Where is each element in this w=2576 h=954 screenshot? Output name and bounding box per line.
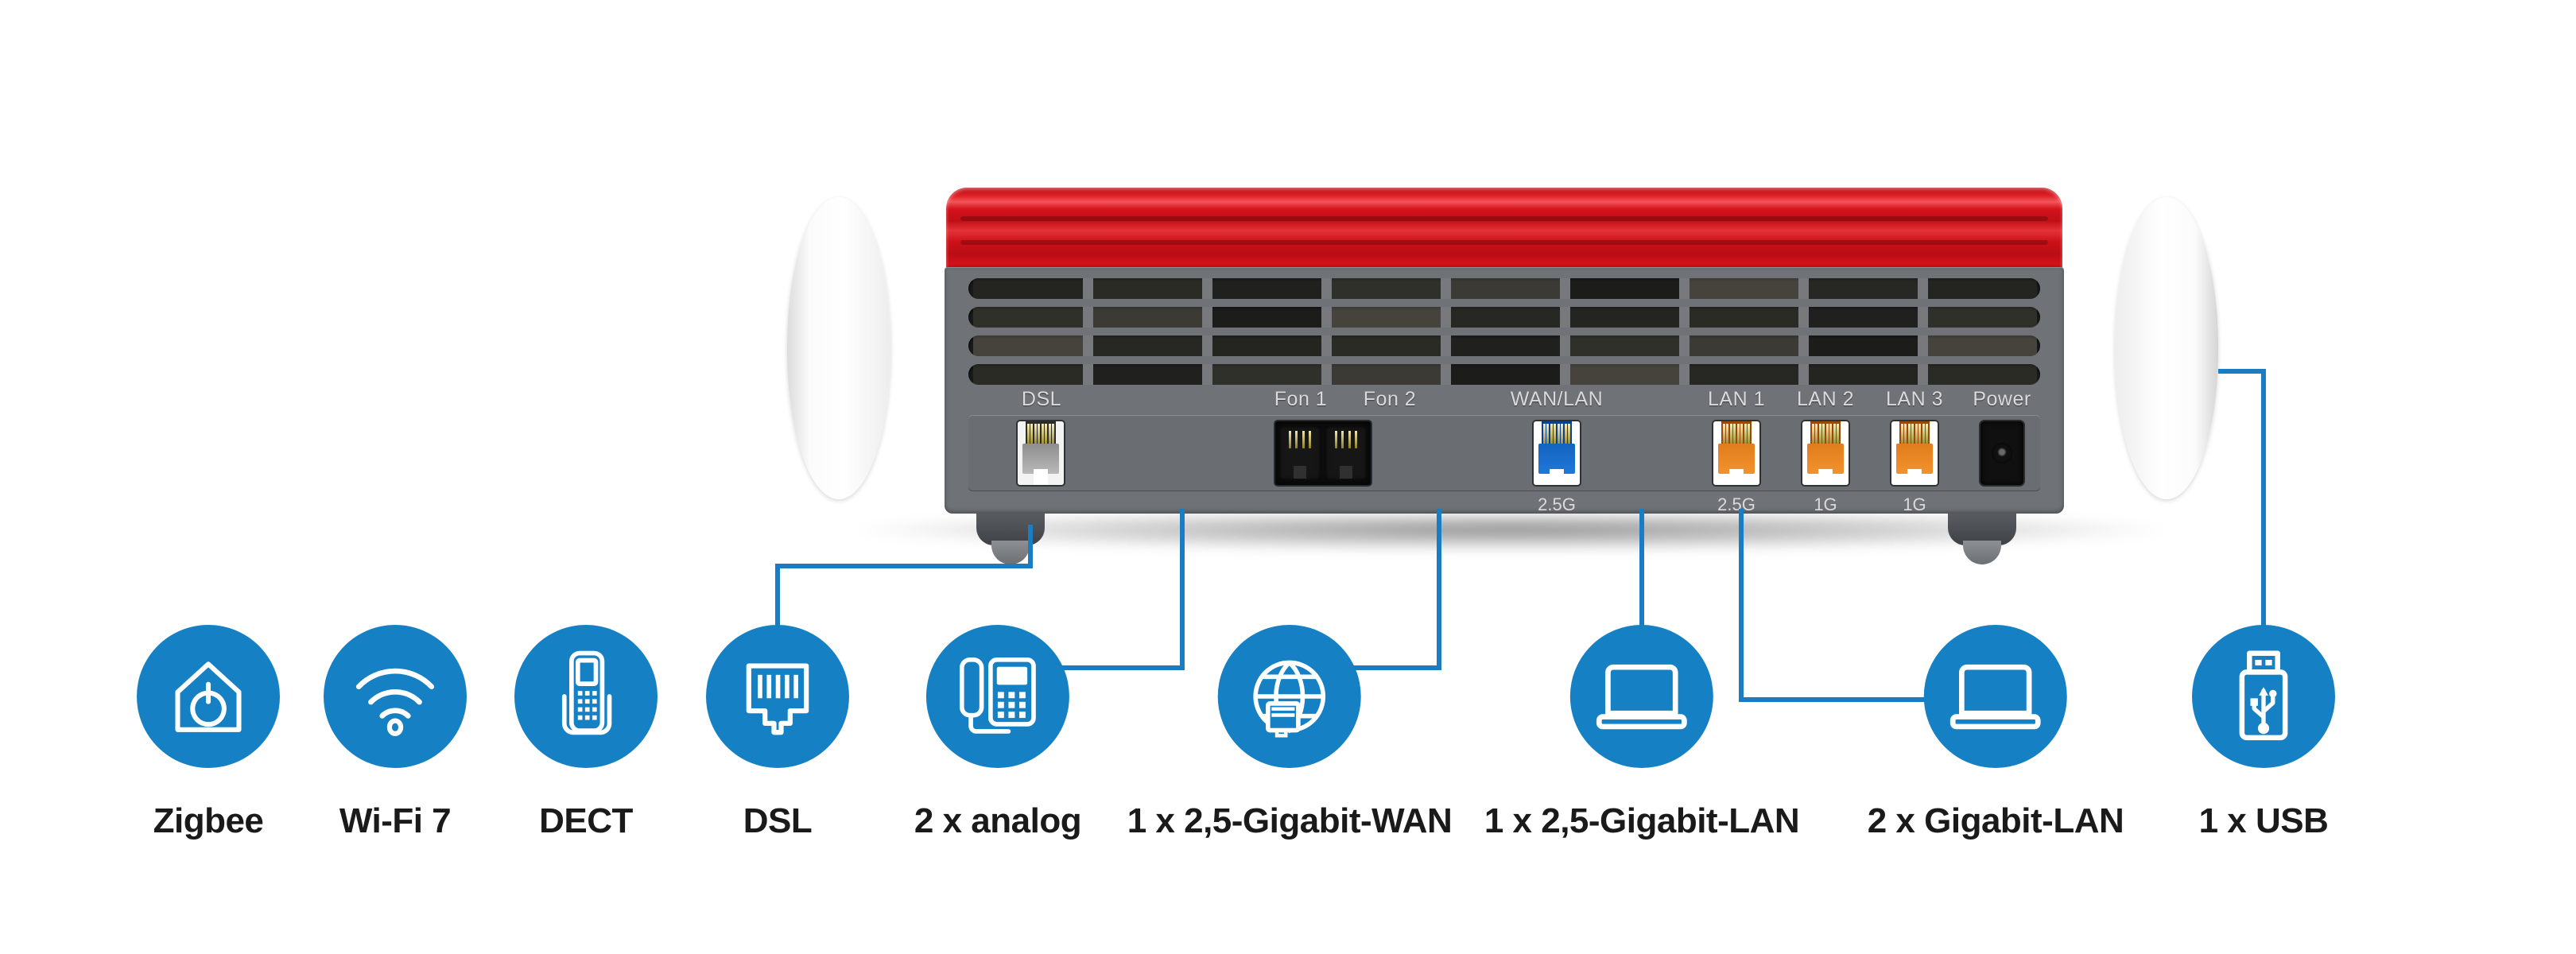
port-speed-label: 2.5G xyxy=(1717,494,1755,514)
port-label: LAN 3 xyxy=(1886,388,1943,410)
feature-item[interactable]: DSL xyxy=(706,625,849,841)
port-label: LAN 1 xyxy=(1708,388,1765,410)
feature-label: 1 x USB xyxy=(2198,801,2329,840)
port-power[interactable] xyxy=(1980,421,2023,485)
port-well xyxy=(968,415,2040,491)
vent-row xyxy=(968,307,2040,328)
port-wan-lan[interactable] xyxy=(1534,421,1580,485)
feature-item[interactable]: 1 x 2,5-Gigabit-LAN xyxy=(1484,625,1800,841)
port-speed-label-row: 2.5G 2.5G 1G 1G xyxy=(968,494,2040,515)
feature-item[interactable]: DECT xyxy=(514,625,658,841)
router-red-top-panel xyxy=(946,188,2062,270)
fritzbox-router-rear: DSL Fon 1 Fon 2 WAN/LAN LAN 1 LAN 2 LAN 3 Power xyxy=(787,188,2218,545)
port-speed-label: 1G xyxy=(1903,494,1926,514)
port-label-row: DSL Fon 1 Fon 2 WAN/LAN LAN 1 LAN 2 LAN 3 Power xyxy=(968,388,2040,412)
feature-item[interactable]: 1 x USB xyxy=(2192,625,2335,841)
feature-icon-badge[interactable] xyxy=(706,625,849,768)
feature-label: 1 x 2,5-Gigabit-LAN xyxy=(1484,801,1800,840)
router-right-cap xyxy=(2115,197,2218,499)
feature-label: 2 x analog xyxy=(914,801,1082,840)
feature-icon-badge[interactable] xyxy=(324,625,467,768)
port-fon-pair[interactable] xyxy=(1275,421,1371,485)
feature-label: DSL xyxy=(743,801,813,840)
vent-row xyxy=(968,364,2040,385)
feature-icon-badge[interactable] xyxy=(1570,625,1713,768)
feature-label: Zigbee xyxy=(153,801,264,840)
vent-row xyxy=(968,335,2040,356)
feature-icon-badge[interactable] xyxy=(2192,625,2335,768)
port-label: Fon 2 xyxy=(1363,388,1417,410)
feature-icon-badge[interactable] xyxy=(926,625,1069,768)
feature-item[interactable]: 2 x analog xyxy=(914,625,1082,841)
port-dsl[interactable] xyxy=(1018,421,1064,485)
vent-row xyxy=(968,278,2040,299)
feature-label: 1 x 2,5-Gigabit-WAN xyxy=(1127,801,1453,840)
vent-grille xyxy=(968,278,2040,385)
feature-icon-badge[interactable] xyxy=(1924,625,2067,768)
port-fon-1[interactable] xyxy=(1279,426,1321,480)
port-label: DSL xyxy=(1021,388,1062,410)
port-lan-1[interactable] xyxy=(1713,421,1759,485)
port-fon-2[interactable] xyxy=(1325,426,1367,480)
port-lan-2[interactable] xyxy=(1802,421,1849,485)
feature-label: DECT xyxy=(539,801,633,840)
feature-label: 2 x Gigabit-LAN xyxy=(1867,801,2124,840)
feature-label: Wi-Fi 7 xyxy=(339,801,452,840)
feature-item[interactable]: Wi-Fi 7 xyxy=(324,625,467,841)
port-speed-label: 2.5G xyxy=(1538,494,1576,514)
port-label: LAN 2 xyxy=(1797,388,1854,410)
port-label: WAN/LAN xyxy=(1510,388,1604,410)
port-lan-3[interactable] xyxy=(1891,421,1938,485)
feature-item[interactable]: 2 x Gigabit-LAN xyxy=(1868,625,2124,841)
feature-item[interactable]: Zigbee xyxy=(137,625,280,841)
port-label: Fon 1 xyxy=(1274,388,1328,410)
feature-icon-badge[interactable] xyxy=(1217,625,1361,768)
feature-icon-badge[interactable] xyxy=(514,625,658,768)
router-left-cap xyxy=(787,197,890,499)
port-speed-label: 1G xyxy=(1814,494,1837,514)
port-label: Power xyxy=(1973,388,2031,410)
feature-icon-badge[interactable] xyxy=(137,625,280,768)
feature-item[interactable]: 1 x 2,5-Gigabit-WAN xyxy=(1127,625,1453,841)
router-rear-panel: DSL Fon 1 Fon 2 WAN/LAN LAN 1 LAN 2 LAN 3 Power xyxy=(945,267,2064,514)
